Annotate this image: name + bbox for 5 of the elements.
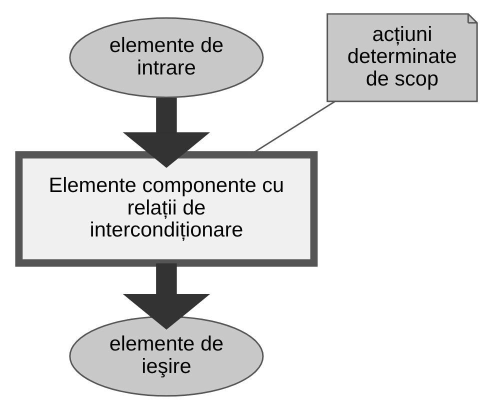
node-box: Elemente componente cu relații de intercondiționare [15,151,318,267]
arrow [122,98,210,168]
node-ellipse: elemente de intrare [69,17,264,98]
arrow [122,263,210,330]
node-ellipse: elemente de ieşire [69,316,264,397]
